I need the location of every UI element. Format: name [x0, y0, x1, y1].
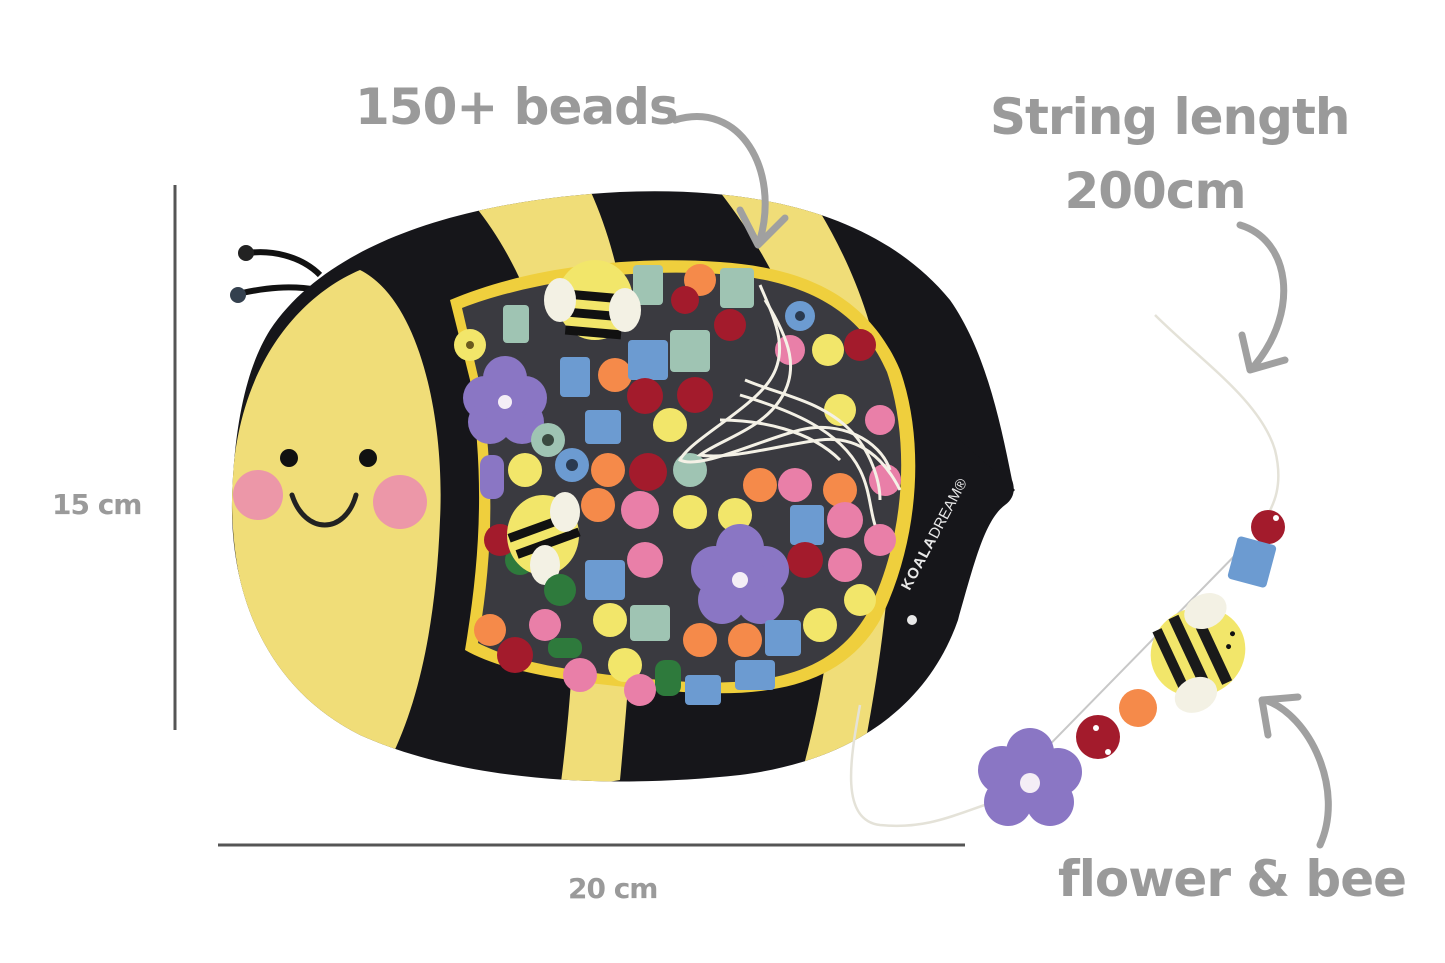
flower-bead: [978, 728, 1082, 826]
loose-beads: [454, 260, 901, 706]
height-label: 15 cm: [52, 488, 142, 521]
string-length-line2: 200cm: [1064, 162, 1246, 220]
width-label: 20 cm: [568, 872, 658, 905]
string-length-label: String length 200cm: [990, 80, 1350, 228]
bee-face: [233, 449, 427, 529]
bead-count-label: 150+ beads: [355, 78, 679, 136]
bee-bead: [1150, 593, 1246, 713]
strung-bead-string: [849, 314, 1285, 828]
string-length-line1: String length: [990, 88, 1350, 146]
arrow-flower-bee-icon: [1261, 696, 1332, 849]
flower-bee-label: flower & bee: [1058, 850, 1407, 908]
bee-bead: [507, 492, 581, 585]
right-eye: [359, 449, 377, 467]
arrow-string-icon: [1236, 221, 1288, 369]
left-eye: [280, 449, 298, 467]
bee-bead: [544, 260, 641, 340]
blue-cylinder-bead: [1227, 536, 1277, 588]
orange-hive-bead: [1119, 689, 1157, 727]
right-cheek: [373, 475, 427, 529]
smile: [289, 492, 359, 528]
string-coil: [677, 284, 902, 526]
arrow-beads-icon: [671, 113, 769, 244]
brand-logo-icon: [907, 615, 917, 625]
red-bead: [1251, 510, 1285, 544]
flower-bead: [691, 524, 789, 624]
red-bead: [1076, 715, 1120, 759]
left-cheek: [233, 470, 283, 520]
